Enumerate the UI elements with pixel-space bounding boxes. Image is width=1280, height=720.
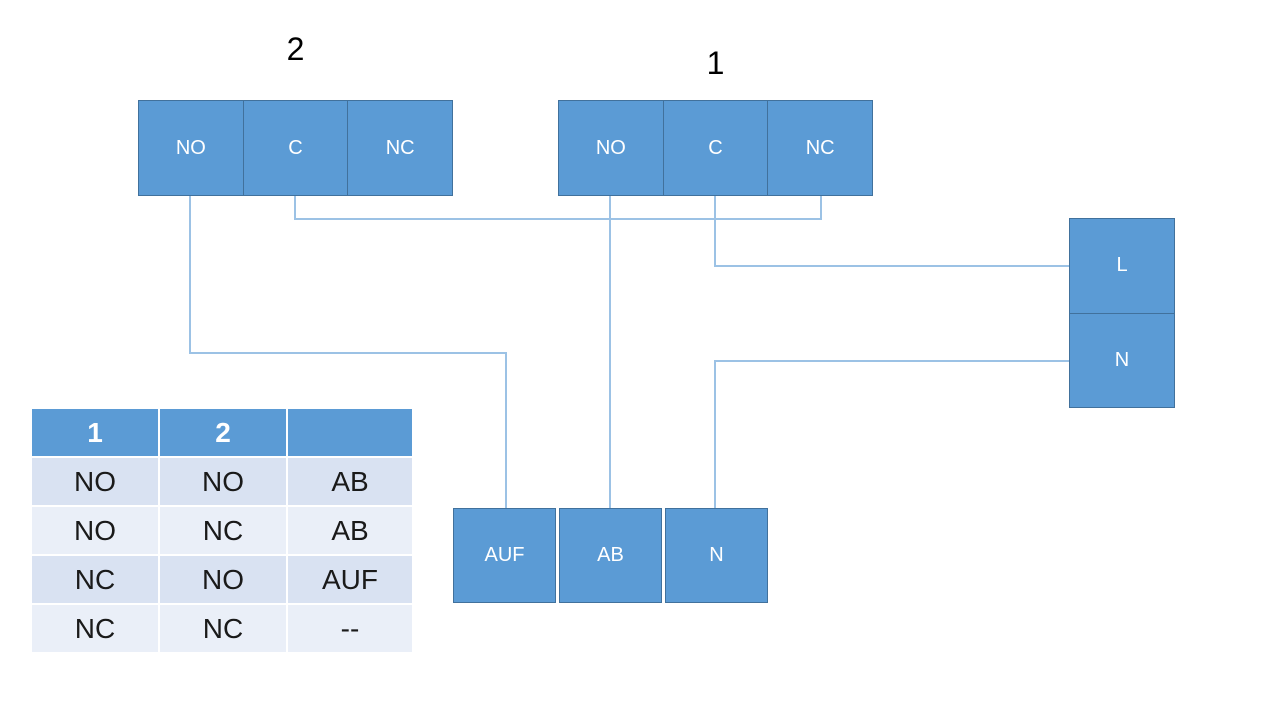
truth-table-cell-r4c1: NC [32, 605, 158, 652]
wire-switch2no-vertical [189, 196, 191, 354]
truth-table-cell-r4c3: -- [288, 605, 412, 652]
wire-motorn-vertical [714, 360, 716, 508]
switch-2-terminal-nc: NC [347, 101, 452, 195]
switch-2-terminal-c: C [242, 101, 348, 195]
truth-table-cell-r1c3: AB [288, 458, 412, 505]
wire-switch2no-auf-horizontal [189, 352, 507, 354]
switch-1-terminal-no: NO [595, 136, 626, 159]
truth-table-cell-r2c3: AB [288, 507, 412, 554]
truth-table-header-2: 2 [160, 409, 286, 456]
power-terminal-l: L [1116, 254, 1128, 277]
power-block: L N [1069, 218, 1175, 408]
truth-table-cell-r1c2: NO [160, 458, 286, 505]
wire-switch2c-stub [294, 196, 296, 220]
truth-table: 1 2 NO NO AB NO NC AB NC NO AUF NC NC -- [32, 409, 414, 652]
truth-table-header-result [288, 409, 412, 456]
switch-1-terminal-c: C [662, 101, 768, 195]
motor-terminal-n: N [665, 508, 768, 603]
wire-switch1c-vertical [714, 196, 716, 267]
motor-terminal-auf: AUF [453, 508, 556, 603]
motor-terminal-ab: AB [559, 508, 662, 603]
wire-switch2c-switch1nc-horizontal [294, 218, 822, 220]
truth-table-header-1: 1 [32, 409, 158, 456]
switch-2-terminal-no: NO [175, 136, 206, 159]
truth-table-cell-r3c1: NC [32, 556, 158, 603]
wire-auf-vertical [505, 352, 507, 508]
motor-block: AUF AB N [453, 508, 768, 603]
wire-switch1no-ab-vertical [609, 196, 611, 508]
truth-table-cell-r3c2: NO [160, 556, 286, 603]
wire-motorn-powern-horizontal [714, 360, 1069, 362]
wire-switch1nc-stub [820, 196, 822, 220]
switch-2-block: NO C NC [138, 100, 453, 196]
switch-2-label: 2 [286, 31, 305, 67]
truth-table-cell-r4c2: NC [160, 605, 286, 652]
switch-1-terminal-nc: NC [767, 101, 872, 195]
power-terminal-n: N [1070, 312, 1174, 408]
truth-table-cell-r3c3: AUF [288, 556, 412, 603]
truth-table-cell-r1c1: NO [32, 458, 158, 505]
switch-1-block: NO C NC [558, 100, 873, 196]
switch-1-label: 1 [706, 45, 725, 81]
truth-table-cell-r2c2: NC [160, 507, 286, 554]
wire-switch1c-l-horizontal [714, 265, 1069, 267]
truth-table-cell-r2c1: NO [32, 507, 158, 554]
